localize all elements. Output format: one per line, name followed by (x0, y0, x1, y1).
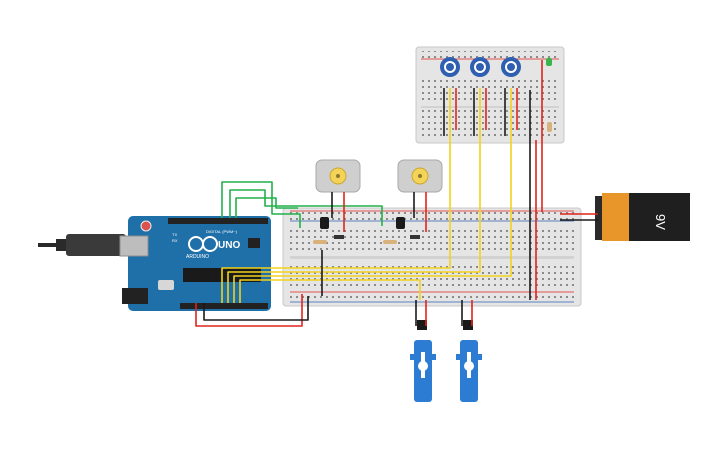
potentiometer-3[interactable] (501, 57, 521, 77)
resistor-1[interactable] (313, 240, 327, 244)
resistor-2[interactable] (383, 240, 397, 244)
led-green[interactable] (546, 58, 552, 66)
battery-9v[interactable]: 9V (595, 193, 690, 241)
wire-yellow[interactable] (233, 88, 512, 303)
potentiometer-1[interactable] (440, 57, 460, 77)
dc-motor-2[interactable] (397, 159, 443, 193)
wire-green[interactable] (235, 197, 298, 218)
wire-yellow[interactable] (239, 279, 421, 303)
battery-voltage-label: 9V (653, 214, 668, 230)
arduino-uno-board: UNO ARDUINO DIGITAL (PWM~) TX RX (119, 216, 271, 311)
arduino-brand-label: ARDUINO (186, 254, 209, 260)
diode-1[interactable] (334, 235, 344, 239)
arduino-rx-label: RX (172, 238, 178, 243)
transistor-2[interactable] (396, 217, 405, 229)
arduino-tx-label: TX (172, 232, 177, 237)
wire-yellow[interactable] (221, 88, 451, 303)
diode-2[interactable] (410, 235, 420, 239)
wire-black[interactable] (203, 296, 309, 321)
arduino-digital-header-label: DIGITAL (PWM~) (206, 229, 238, 234)
servo-1[interactable] (410, 320, 436, 402)
wire-red[interactable] (195, 294, 303, 327)
servo-2[interactable] (456, 320, 482, 402)
dc-motor-1[interactable] (315, 159, 361, 193)
transistor-1[interactable] (320, 217, 329, 229)
resistor-top[interactable] (547, 122, 552, 132)
wire-yellow[interactable] (227, 88, 481, 303)
arduino-model-label: UNO (218, 240, 240, 251)
wires (195, 60, 598, 327)
potentiometer-2[interactable] (470, 57, 490, 77)
